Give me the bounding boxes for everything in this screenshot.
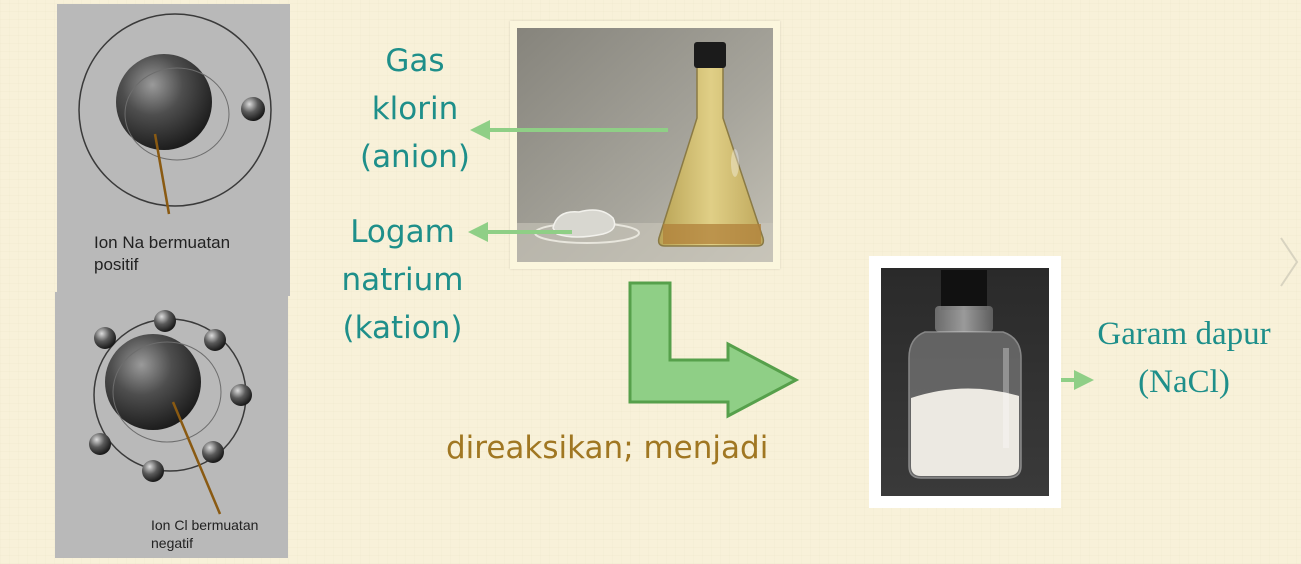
sodium-metal-label-line1: Logam [350,214,455,250]
reaction-text: direaksikan; menjadi [446,430,769,466]
chlorine-caption-line1: Ion Cl bermuatan [151,517,259,533]
chlorine-flask-and-sodium-photo [517,28,773,262]
table-salt-bottle-photo [881,268,1049,496]
chlorine-gas-label-line3: (anion) [359,139,471,175]
salt-photo-frame [869,256,1061,508]
chlorine-ion-diagram: Ion Cl bermuatan negatif [55,292,288,558]
table-salt-label-line1: Garam dapur [1097,316,1271,352]
chlorine-atom-illustration [89,310,252,515]
sodium-caption-line2: positif [94,255,139,275]
chlorine-gas-label: Gas klorin (anion) [340,37,490,181]
chlorine-gas-label-line1: Gas [385,43,445,79]
table-salt-label-line2: (NaCl) [1138,364,1230,400]
chlorine-caption: Ion Cl bermuatan negatif [151,516,258,552]
flask-photo-frame [510,21,780,269]
sodium-metal-label-line2: natrium [341,262,464,298]
reaction-arrow [628,281,800,419]
sodium-metal-label-line3: (kation) [342,310,463,346]
sodium-caption: Ion Na bermuatan positif [94,232,230,276]
chlorine-caption-line2: negatif [151,535,194,552]
sodium-metal-label: Logam natrium (kation) [320,208,485,352]
sodium-caption-line1: Ion Na bermuatan [94,233,231,252]
sodium-atom-illustration [78,13,272,215]
chlorine-gas-label-line2: klorin [371,91,459,127]
table-salt-label: Garam dapur (NaCl) [1066,310,1301,406]
sodium-ion-diagram: Ion Na bermuatan positif [57,4,290,296]
chevron-right-icon[interactable] [1277,234,1301,290]
